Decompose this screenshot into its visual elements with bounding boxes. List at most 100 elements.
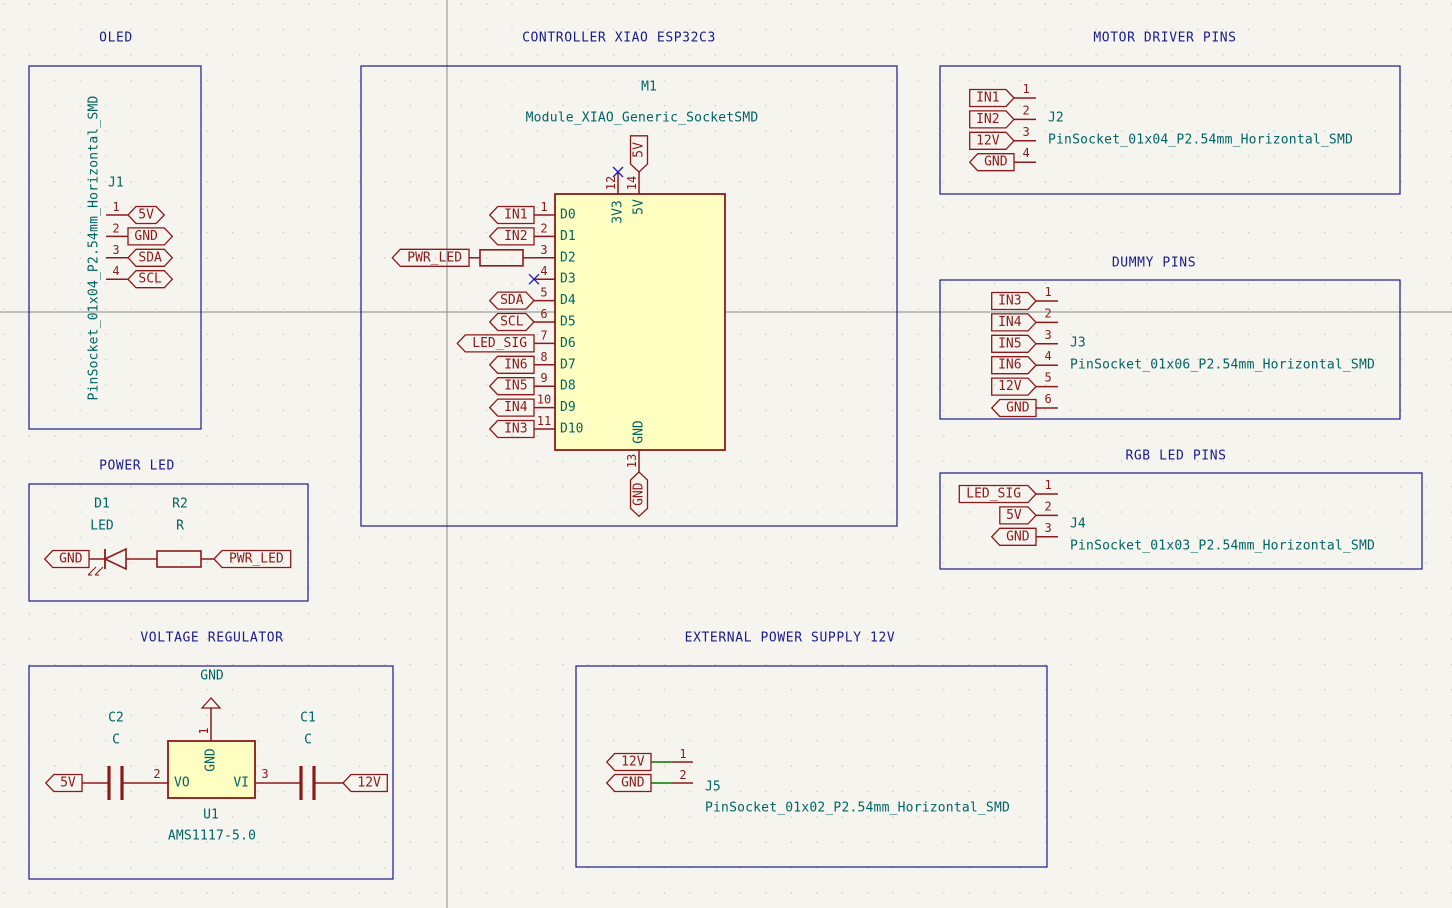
d1-reference: D1 [94, 497, 110, 512]
j3-label-in6-shape[interactable] [991, 356, 1037, 375]
m1-label-in3-shape[interactable] [488, 419, 535, 439]
j2-label-12v-shape[interactable] [969, 131, 1015, 150]
j3-label-in6[interactable]: IN6 [998, 358, 1021, 373]
j1-label-5v[interactable]: 5V [138, 208, 154, 223]
m1-label-in6-shape[interactable] [488, 355, 535, 374]
j1-label-5v-shape[interactable] [127, 205, 166, 225]
vreg-label-5v-shape[interactable] [44, 773, 83, 793]
power-led-label-gnd-shape[interactable] [43, 549, 90, 569]
j1-label-gnd[interactable]: GND [134, 229, 158, 244]
j3-pin-3-number: 3 [1044, 328, 1051, 342]
j3-label-in3-shape[interactable] [991, 291, 1037, 311]
j5-label-gnd-shape[interactable] [605, 773, 652, 793]
m1-label-gnd[interactable]: GND [632, 482, 647, 506]
m1-label-in6[interactable]: IN6 [504, 357, 527, 372]
j1-label-sda-shape[interactable] [127, 248, 174, 267]
j3-label-12v[interactable]: 12V [998, 379, 1022, 394]
r2-value: R [176, 519, 184, 534]
m1-label-in2[interactable]: IN2 [504, 229, 527, 244]
m1-label-in5[interactable]: IN5 [504, 379, 527, 394]
power-led-label-pwr-led[interactable]: PWR_LED [229, 552, 284, 567]
m1-label-5v-shape[interactable] [629, 135, 649, 173]
m1-pin-d7-name: D7 [560, 357, 576, 372]
u1-pin-2-number: 2 [153, 767, 160, 781]
j4-pin-1-number: 1 [1044, 478, 1051, 492]
j1-label-sda[interactable]: SDA [138, 250, 162, 265]
r2-reference: R2 [172, 497, 188, 512]
j3-label-gnd[interactable]: GND [1006, 401, 1030, 416]
j4-label-5v[interactable]: 5V [1006, 508, 1022, 523]
j3-label-in4-shape[interactable] [991, 313, 1037, 332]
j2-label-in1[interactable]: IN1 [976, 91, 999, 106]
m1-label-in1-shape[interactable] [488, 205, 535, 225]
m1-label-in4[interactable]: IN4 [504, 400, 528, 415]
j1-label-scl[interactable]: SCL [138, 272, 162, 287]
j5-label-12v-shape[interactable] [605, 752, 652, 772]
m1-label-led-sig[interactable]: LED_SIG [472, 336, 527, 351]
u1-regulator-body[interactable] [167, 740, 256, 799]
j3-label-in4[interactable]: IN4 [998, 315, 1022, 330]
j4-label-gnd[interactable]: GND [1006, 529, 1030, 544]
j5-label-gnd[interactable]: GND [621, 776, 645, 791]
m1-module-body[interactable] [554, 193, 726, 451]
m1-label-gnd-shape[interactable] [629, 471, 649, 518]
j3-label-in5-shape[interactable] [991, 334, 1037, 353]
j1-reference: J1 [108, 176, 124, 191]
m1-pin-d5-name: D5 [560, 315, 576, 330]
j5-pin-2-number: 2 [679, 768, 686, 782]
m1-label-in3[interactable]: IN3 [504, 422, 527, 437]
section-title-dummy: DUMMY PINS [1112, 256, 1196, 271]
j2-label-12v[interactable]: 12V [976, 133, 1000, 148]
m1-label-in2-shape[interactable] [488, 227, 535, 246]
m1-pin-12-no-connect-b [612, 166, 624, 178]
j4-label-led-sig-shape[interactable] [958, 484, 1037, 504]
j3-pin-4-number: 4 [1044, 349, 1051, 363]
j1-pin-2-number: 2 [112, 221, 119, 235]
section-title-motor: MOTOR DRIVER PINS [1093, 31, 1236, 46]
m1-label-in5-shape[interactable] [488, 377, 535, 396]
j4-label-5v-shape[interactable] [999, 506, 1037, 525]
section-frame-dummy [939, 279, 1401, 420]
u1-value: AMS1117-5.0 [168, 829, 256, 844]
m1-label-scl-shape[interactable] [488, 312, 535, 332]
m1-pin-5-number: 5 [540, 286, 547, 300]
d1-emission-arrow-2 [94, 566, 104, 576]
j4-label-led-sig[interactable]: LED_SIG [966, 487, 1021, 502]
m1-label-in1[interactable]: IN1 [504, 208, 527, 223]
m1-label-pwr-led[interactable]: PWR_LED [407, 250, 462, 265]
vreg-label-12v-shape[interactable] [342, 773, 388, 793]
u1-pin-vo-name: VO [174, 776, 190, 791]
j5-reference: J5 [705, 780, 721, 795]
j2-label-in1-shape[interactable] [969, 88, 1015, 108]
j3-label-in3[interactable]: IN3 [998, 294, 1021, 309]
j5-label-12v[interactable]: 12V [621, 755, 645, 770]
j2-label-in2[interactable]: IN2 [976, 112, 999, 127]
j3-label-12v-shape[interactable] [991, 377, 1037, 396]
m1-label-scl[interactable]: SCL [500, 315, 524, 330]
j1-label-scl-shape[interactable] [127, 270, 174, 289]
m1-label-sda[interactable]: SDA [500, 293, 524, 308]
j2-label-gnd-shape[interactable] [968, 153, 1015, 172]
j3-pin-6-number: 6 [1044, 392, 1051, 406]
j1-label-gnd-shape[interactable] [127, 227, 174, 246]
power-led-label-pwr-led-shape[interactable] [213, 549, 292, 569]
j4-label-gnd-shape[interactable] [990, 527, 1037, 546]
m1-label-led-sig-shape[interactable] [456, 334, 535, 353]
m1-pin-4-no-connect-b [528, 273, 540, 285]
m1-label-in4-shape[interactable] [488, 398, 535, 417]
vreg-label-12v[interactable]: 12V [357, 776, 381, 791]
u1-pin-gnd-name: GND [204, 748, 219, 772]
j1-pin-3-number: 3 [112, 243, 119, 257]
j3-label-in5[interactable]: IN5 [998, 336, 1021, 351]
j3-label-gnd-shape[interactable] [990, 398, 1037, 418]
m1-label-pwr-led-shape[interactable] [391, 248, 470, 267]
j4-pin-2-number: 2 [1044, 499, 1051, 513]
m1-label-5v[interactable]: 5V [632, 142, 647, 158]
j2-label-in2-shape[interactable] [969, 110, 1015, 129]
j2-label-gnd[interactable]: GND [984, 155, 1008, 170]
vreg-label-5v[interactable]: 5V [60, 776, 76, 791]
u1-pin-3-number: 3 [261, 767, 268, 781]
power-led-label-gnd[interactable]: GND [59, 552, 83, 567]
m1-label-sda-shape[interactable] [488, 291, 535, 310]
